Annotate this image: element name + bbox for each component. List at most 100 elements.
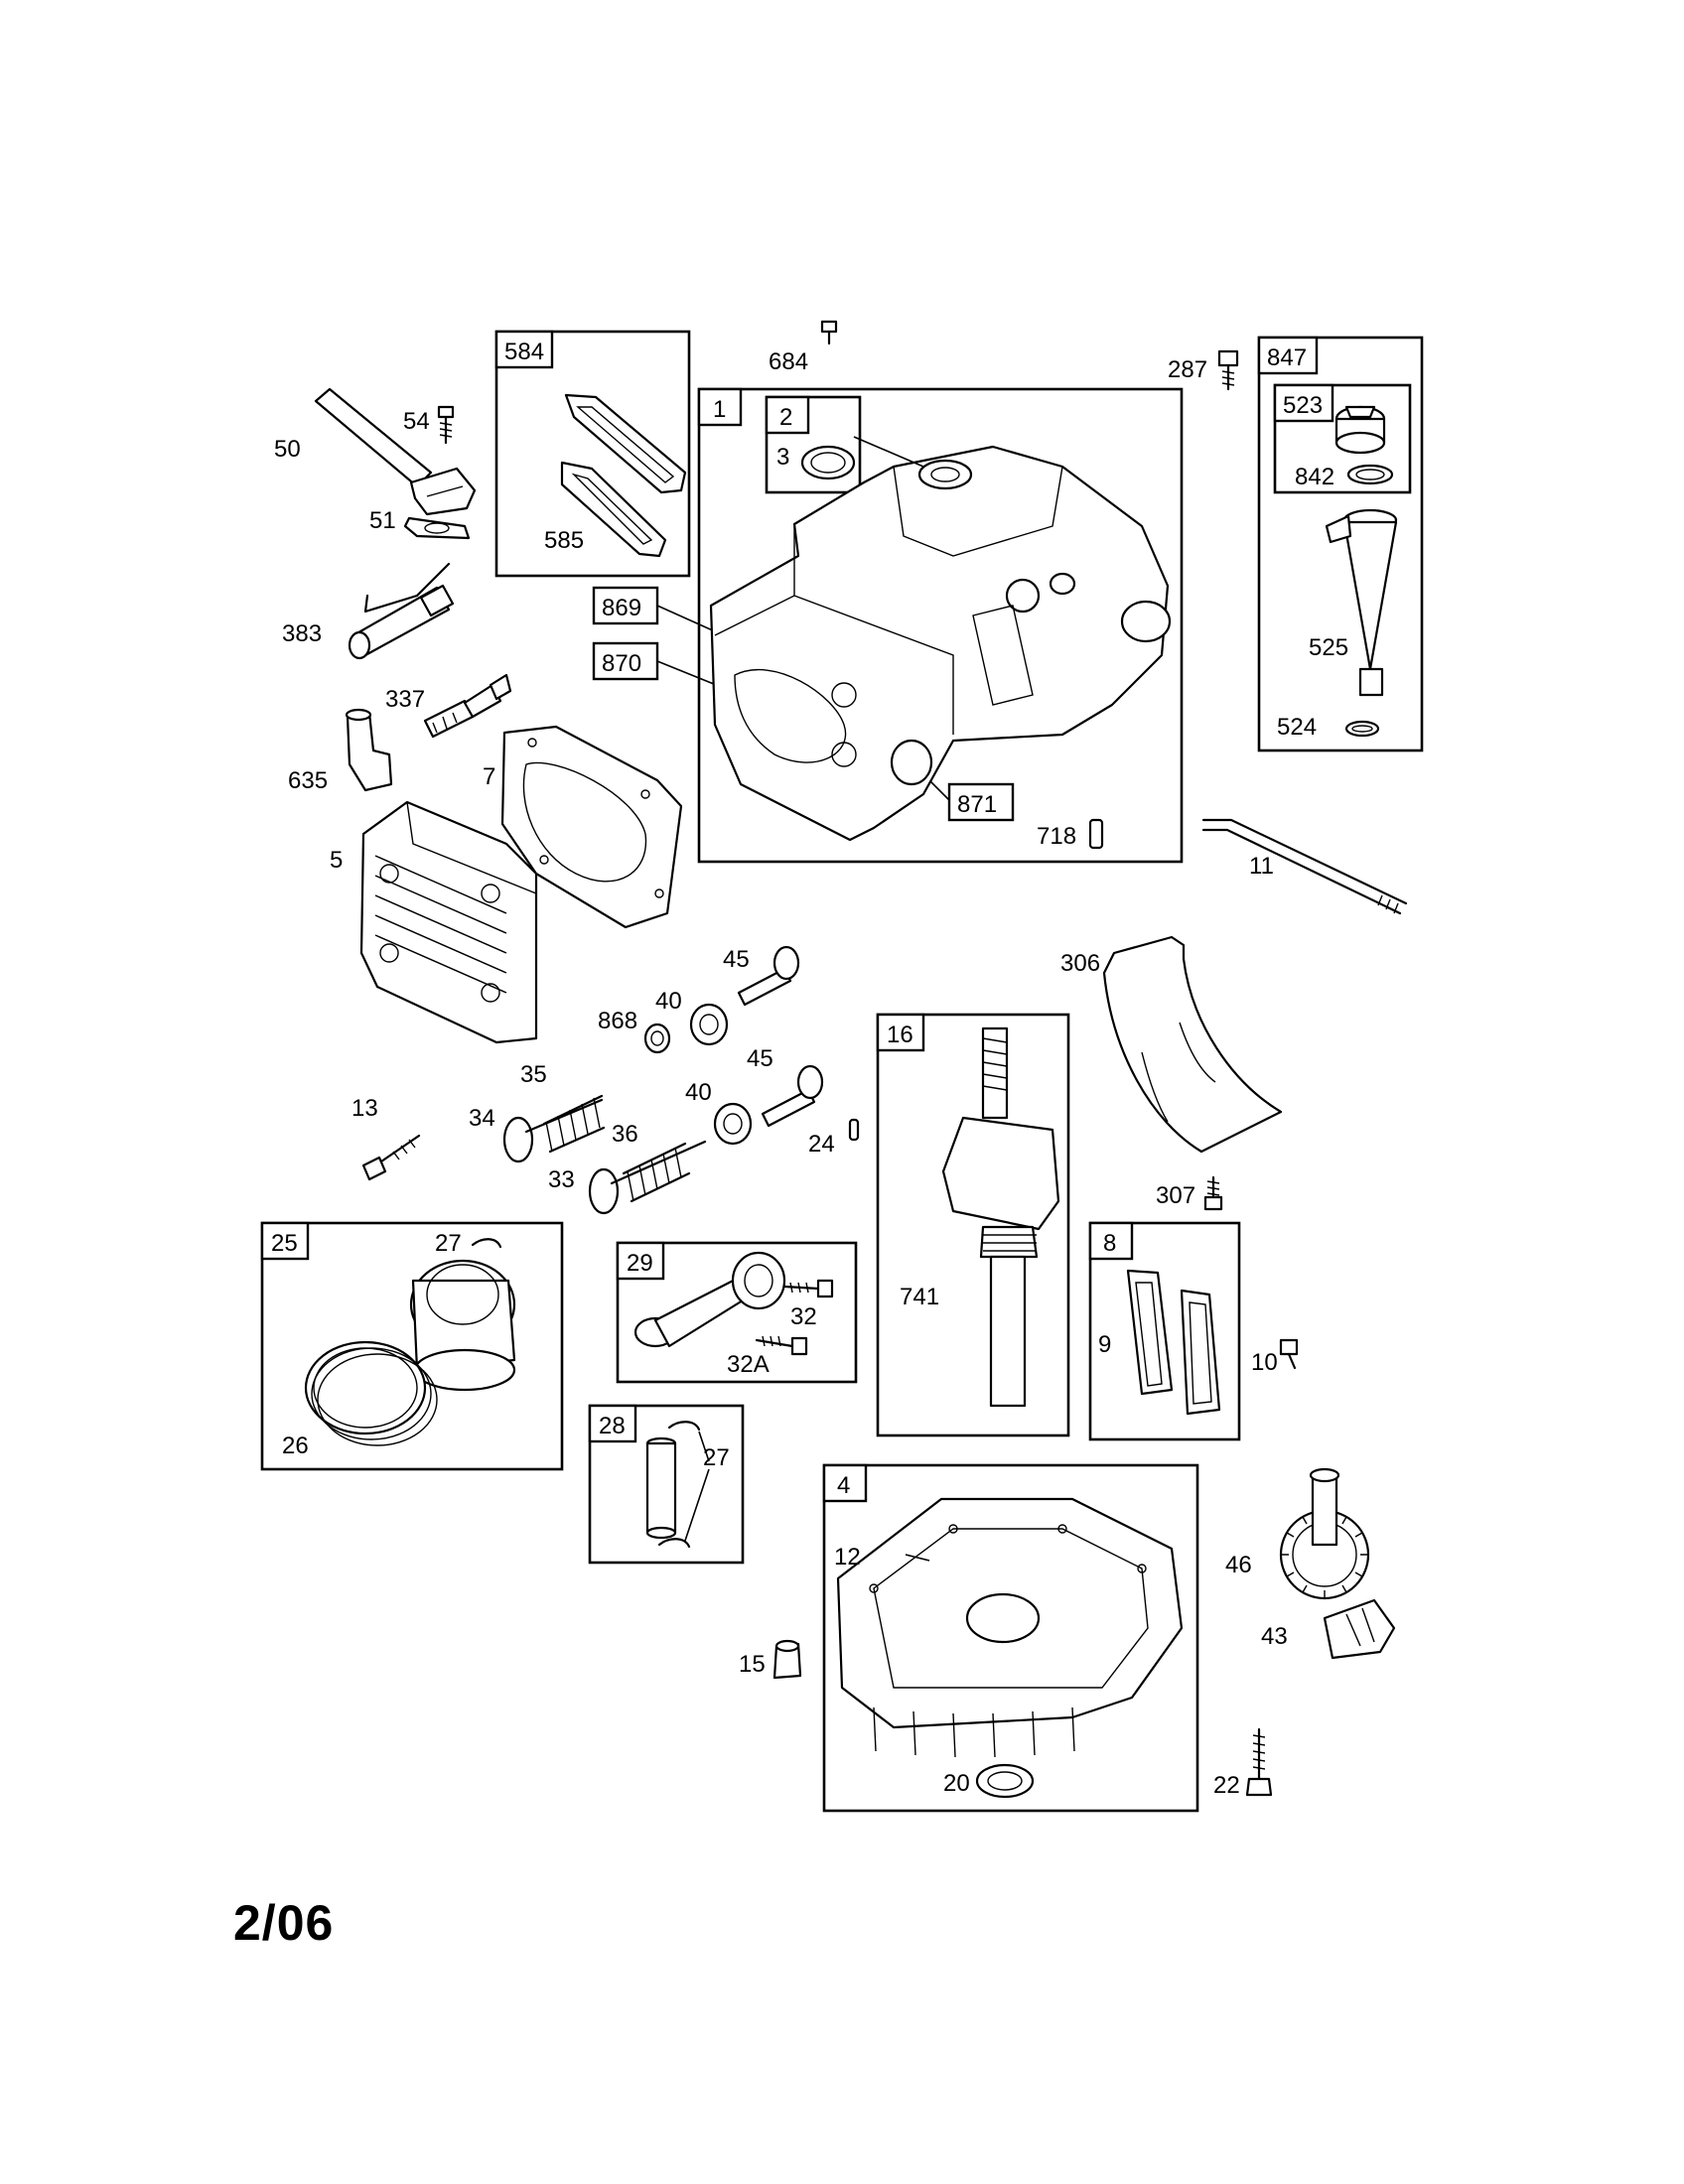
valve-tappet-45b bbox=[761, 1064, 824, 1128]
group-4-crankcase-cover: 4 bbox=[822, 1463, 1199, 1813]
cylinder-head-5 bbox=[359, 800, 538, 1044]
rocker-40b bbox=[713, 1102, 753, 1146]
label-9: 9 bbox=[1098, 1331, 1111, 1358]
clip-27a bbox=[471, 1238, 502, 1249]
valve-34-spring-35 bbox=[502, 1094, 606, 1163]
label-10: 10 bbox=[1251, 1349, 1278, 1376]
label-32A: 32A bbox=[727, 1351, 770, 1378]
bolt-22 bbox=[1245, 1727, 1273, 1797]
seal-842 bbox=[1346, 464, 1394, 485]
piston-pin-28 bbox=[645, 1436, 677, 1540]
label-43: 43 bbox=[1261, 1623, 1288, 1650]
piston-rings-26 bbox=[304, 1340, 438, 1446]
connecting-rod-29 bbox=[633, 1251, 786, 1348]
group-label-8: 8 bbox=[1103, 1230, 1116, 1257]
label-24: 24 bbox=[808, 1131, 835, 1158]
spark-plug-337 bbox=[423, 673, 512, 739]
bolt-287 bbox=[1217, 349, 1239, 391]
label-46: 46 bbox=[1225, 1552, 1252, 1578]
svg-text:871: 871 bbox=[957, 791, 997, 818]
label-3: 3 bbox=[776, 444, 789, 471]
bolt-10 bbox=[1279, 1338, 1299, 1370]
governor-43 bbox=[1323, 1598, 1396, 1660]
label-7: 7 bbox=[483, 763, 495, 790]
label-32: 32 bbox=[790, 1303, 817, 1330]
crankshaft-741 bbox=[941, 1026, 1060, 1408]
label-585: 585 bbox=[544, 527, 584, 554]
dowel-718 bbox=[1088, 818, 1104, 850]
gasket-51 bbox=[403, 516, 471, 540]
label-12: 12 bbox=[834, 1544, 861, 1570]
group-label-25: 25 bbox=[271, 1230, 298, 1257]
pin-24 bbox=[848, 1118, 860, 1142]
label-635: 635 bbox=[288, 767, 328, 794]
label-287: 287 bbox=[1168, 356, 1207, 383]
plug-15 bbox=[772, 1639, 802, 1680]
piston-25 bbox=[409, 1259, 516, 1392]
group-28-piston-pin: 28 bbox=[588, 1404, 745, 1565]
screw-54 bbox=[437, 405, 455, 445]
valve-tappet-45a bbox=[737, 945, 800, 1007]
label-741: 741 bbox=[900, 1284, 939, 1310]
group-8: 8 bbox=[1088, 1221, 1241, 1441]
label-34: 34 bbox=[469, 1105, 495, 1132]
label-337: 337 bbox=[385, 686, 425, 713]
label-54: 54 bbox=[403, 408, 430, 435]
svg-text:870: 870 bbox=[602, 650, 641, 677]
rod-11 bbox=[1201, 818, 1408, 915]
label-868: 868 bbox=[598, 1008, 637, 1034]
label-22: 22 bbox=[1213, 1772, 1240, 1799]
valve-33-spring-36 bbox=[588, 1140, 707, 1215]
label-36: 36 bbox=[612, 1121, 638, 1148]
label-45a: 45 bbox=[723, 946, 750, 973]
cylinder-block-1 bbox=[709, 445, 1172, 842]
label-383: 383 bbox=[282, 620, 322, 647]
gasket-585 bbox=[560, 393, 687, 558]
group-label-29: 29 bbox=[627, 1250, 653, 1277]
label-45b: 45 bbox=[747, 1045, 773, 1072]
cover-8 bbox=[1180, 1289, 1221, 1416]
label-525: 525 bbox=[1309, 634, 1348, 661]
breather-tube-50 bbox=[314, 387, 477, 516]
label-524: 524 bbox=[1277, 714, 1317, 741]
callout-871: 871 bbox=[912, 763, 1015, 822]
head-gasket-7 bbox=[500, 725, 683, 929]
spark-boot-635 bbox=[345, 708, 393, 792]
clip-27b bbox=[657, 1421, 710, 1549]
gasket-9 bbox=[1126, 1269, 1174, 1396]
group-label-847: 847 bbox=[1267, 344, 1307, 371]
group-label-584: 584 bbox=[504, 339, 544, 365]
svg-text:869: 869 bbox=[602, 595, 641, 621]
group-label-2: 2 bbox=[779, 404, 792, 431]
label-40b: 40 bbox=[685, 1079, 712, 1106]
group-523: 523 bbox=[1273, 383, 1412, 494]
label-40a: 40 bbox=[655, 988, 682, 1015]
seal-3 bbox=[800, 436, 924, 480]
label-5: 5 bbox=[330, 847, 343, 874]
label-27b: 27 bbox=[703, 1444, 730, 1471]
o-ring-524 bbox=[1344, 720, 1380, 738]
bolt-32A bbox=[755, 1335, 808, 1356]
group-label-4: 4 bbox=[837, 1472, 850, 1499]
group-label-1: 1 bbox=[713, 396, 726, 423]
label-26: 26 bbox=[282, 1433, 309, 1459]
group-25-piston: 25 bbox=[260, 1221, 564, 1471]
oil-fill-tube-525 bbox=[1325, 508, 1398, 697]
label-35: 35 bbox=[520, 1061, 547, 1088]
label-33: 33 bbox=[548, 1166, 575, 1193]
leader-12 bbox=[905, 1554, 930, 1562]
group-label-16: 16 bbox=[887, 1022, 913, 1048]
group-1-cylinder: 1 bbox=[697, 387, 1184, 864]
bolt-32 bbox=[782, 1279, 834, 1298]
label-51: 51 bbox=[369, 507, 396, 534]
label-50: 50 bbox=[274, 436, 301, 463]
label-20: 20 bbox=[943, 1770, 970, 1797]
label-684: 684 bbox=[769, 348, 808, 375]
dipstick-383 bbox=[348, 562, 455, 660]
cap-523 bbox=[1334, 405, 1386, 455]
bolt-13 bbox=[361, 1134, 421, 1181]
bolt-684 bbox=[820, 320, 838, 345]
crankcase-cover-4 bbox=[836, 1497, 1184, 1758]
label-306: 306 bbox=[1060, 950, 1100, 977]
